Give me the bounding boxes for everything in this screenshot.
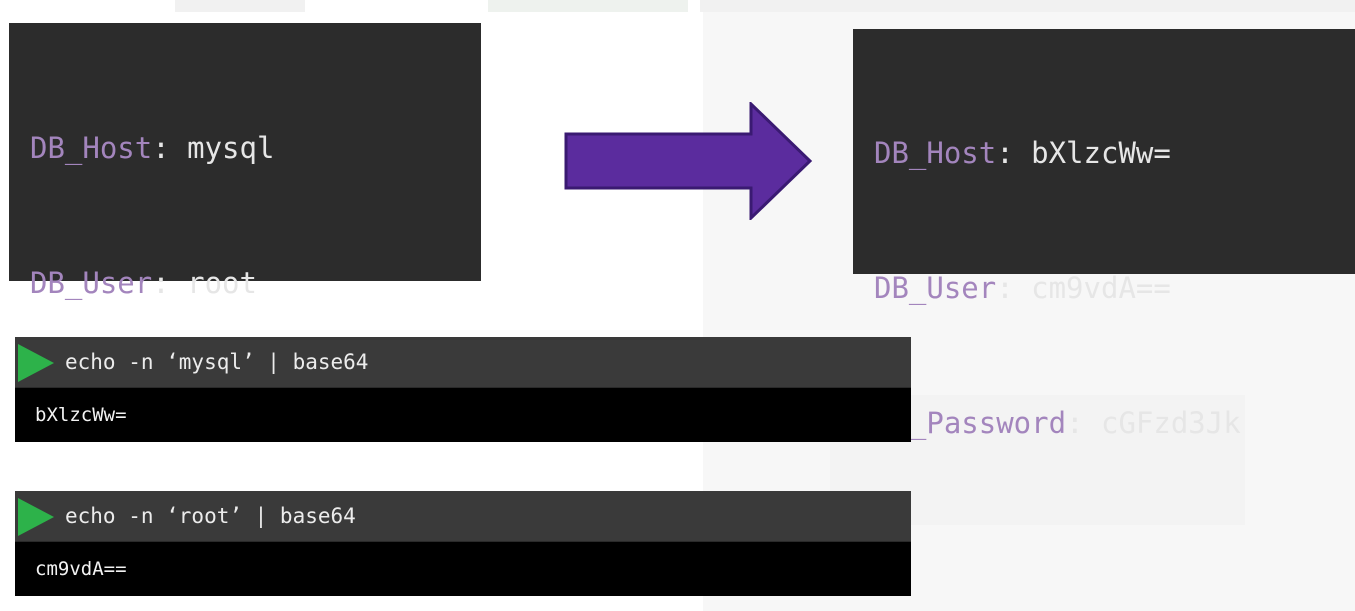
terminal-block: echo -n ‘mysql’ | base64 bXlzcWw= (15, 337, 911, 442)
background-strip (175, 0, 305, 12)
config-line-host: DB_Host: mysql (30, 126, 481, 171)
config-separator: : (152, 131, 188, 165)
config-line-user: DB_User: root (30, 261, 481, 306)
terminal-block: echo -n ‘root’ | base64 cm9vdA== (15, 491, 911, 596)
config-separator: : (1066, 406, 1101, 440)
terminal-command-bar: echo -n ‘mysql’ | base64 (15, 337, 911, 388)
config-key: DB_User (30, 266, 153, 300)
config-key: DB_Host (30, 131, 153, 165)
terminal-output-text: cm9vdA== (35, 558, 127, 580)
config-value: mysql (187, 131, 275, 165)
config-separator: : (152, 266, 188, 300)
terminal-command-bar: echo -n ‘root’ | base64 (15, 491, 911, 542)
config-separator: : (996, 271, 1032, 305)
encoded-config-box: DB_Host: bXlzcWw= DB_User: cm9vdA== DB_P… (853, 29, 1355, 440)
config-line-password: DB_Password: cGFzd3Jk (874, 401, 1355, 446)
background-strip (700, 0, 1355, 12)
terminal-command: echo -n ‘mysql’ | base64 (65, 350, 369, 374)
terminal-command: echo -n ‘root’ | base64 (65, 504, 356, 528)
terminal-output: cm9vdA== (15, 542, 911, 596)
config-value: root (187, 266, 257, 300)
arrow-right-icon (564, 102, 813, 220)
config-value: cm9vdA== (1031, 271, 1171, 305)
config-line-user: DB_User: cm9vdA== (874, 266, 1355, 311)
terminal-output: bXlzcWw= (15, 388, 911, 442)
play-icon (18, 344, 54, 382)
config-value: bXlzcWw= (1031, 136, 1171, 170)
plain-config-box: DB_Host: mysql DB_User: root DB_Password… (9, 23, 481, 435)
terminal-output-text: bXlzcWw= (35, 404, 127, 426)
config-value: cGFzd3Jk (1100, 406, 1241, 440)
background-strip (488, 0, 688, 12)
config-key: DB_Host (874, 136, 997, 170)
config-line-host: DB_Host: bXlzcWw= (874, 131, 1355, 176)
config-separator: : (996, 136, 1032, 170)
config-key: DB_User (874, 271, 997, 305)
play-icon (18, 498, 54, 536)
